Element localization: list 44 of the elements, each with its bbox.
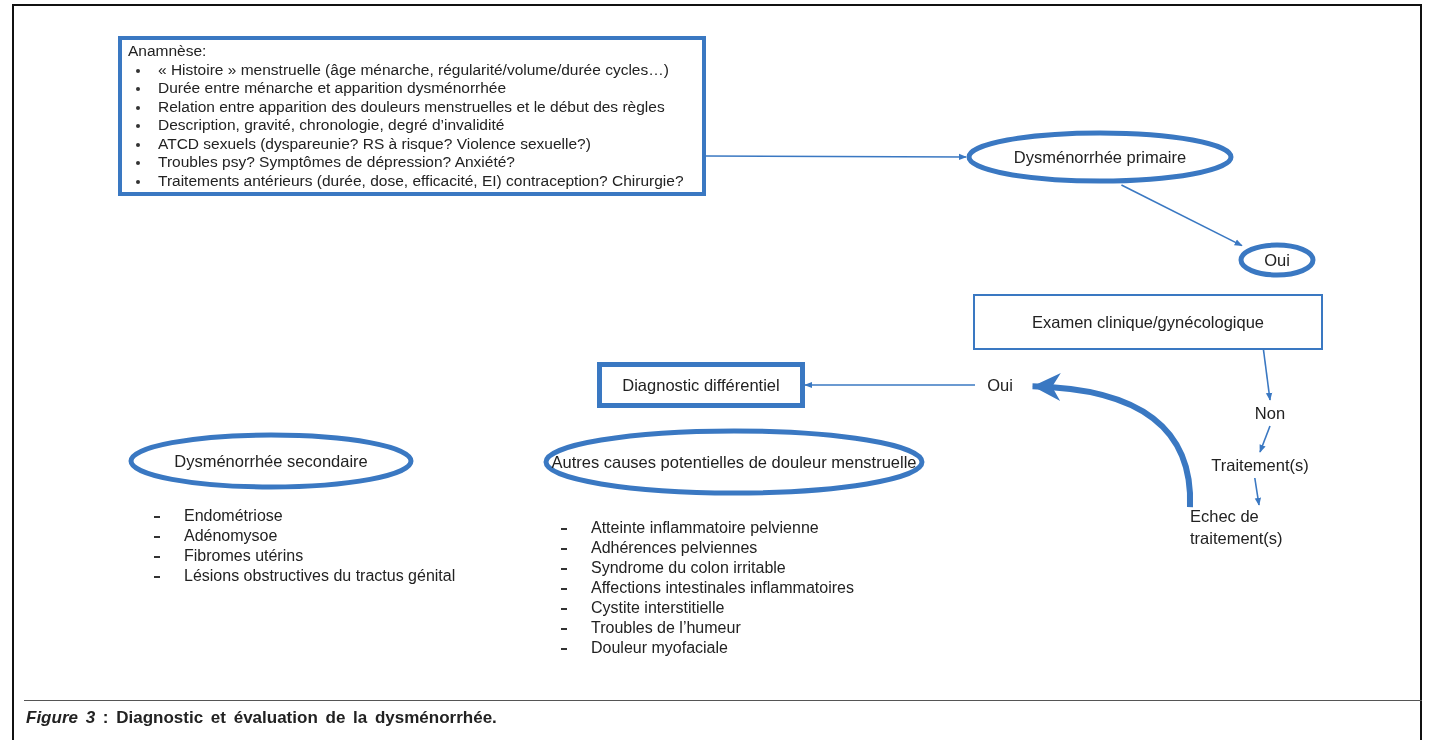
bullet-item: ATCD sexuels (dyspareunie? RS à risque? Violence sexuelle?) — [128, 134, 696, 153]
bullet-item: Description, gravité, chronologie, degré d’invalidité — [128, 116, 696, 135]
list-item: Syndrome du colon irritable — [555, 558, 854, 578]
node-label: Oui — [1264, 250, 1290, 271]
arrow — [1120, 184, 1243, 247]
arrow — [1259, 425, 1271, 453]
process-box — [973, 294, 1323, 350]
figure-caption: Figure 3 : Diagnostic et évaluation de la dysménorrhée. — [26, 708, 497, 728]
arrow — [1254, 477, 1262, 506]
bullet-item: Troubles psy? Symptômes de dépression? Anxiété? — [128, 153, 696, 172]
list-item: Atteinte inflammatoire pelvienne — [555, 518, 854, 538]
ellipse-node — [1238, 242, 1316, 278]
bullet-item: « Histoire » menstruelle (âge ménarche, régularité/volume/durée cycles…) — [128, 60, 696, 79]
flow-step-text: Echec de traitement(s) — [1190, 506, 1284, 549]
bullet-item: Relation entre apparition des douleurs menstruelles et le début des règles — [128, 97, 696, 116]
arrow — [1032, 373, 1193, 508]
bullet-item: Traitements antérieurs (durée, dose, efficacité, EI) contraception? Chirurgie? — [128, 171, 696, 190]
list-item: Douleur myofaciale — [555, 638, 854, 658]
list-item: Adhérences pelviennes — [555, 538, 854, 558]
process-box — [597, 362, 805, 408]
ellipse-node — [128, 432, 414, 490]
node-label: Diagnostic différentiel — [622, 375, 780, 396]
arrow — [1262, 349, 1273, 401]
box-heading: Anamnèse: — [128, 42, 208, 61]
node-label: Dysménorrhée secondaire — [174, 451, 368, 472]
list-item: Lésions obstructives du tractus génital — [148, 566, 456, 586]
bullet-item: Durée entre ménarche et apparition dysménorrhée — [128, 79, 696, 98]
list-item: Affections intestinales inflammatoires — [555, 578, 854, 598]
list-item: Fibromes utérins — [148, 546, 456, 566]
flow-step-text: Oui — [987, 375, 1013, 396]
list-item: Endométriose — [148, 506, 456, 526]
list-item: Cystite interstitielle — [555, 598, 854, 618]
list-item: Adénomysoe — [148, 526, 456, 546]
node-label: Examen clinique/gynécologique — [1031, 312, 1265, 333]
flow-step-text: Non — [1254, 403, 1286, 424]
arrow — [804, 381, 976, 389]
node-label: Dysménorrhée primaire — [1013, 147, 1187, 168]
arrow — [705, 153, 967, 161]
history-box — [118, 36, 706, 196]
ellipse-node — [543, 428, 925, 496]
list-item: Troubles de l’humeur — [555, 618, 854, 638]
node-label: Autres causes potentielles de douleur menstruelle — [551, 452, 917, 473]
ellipse-node — [966, 130, 1234, 184]
flow-step-text: Traitement(s) — [1211, 455, 1309, 476]
